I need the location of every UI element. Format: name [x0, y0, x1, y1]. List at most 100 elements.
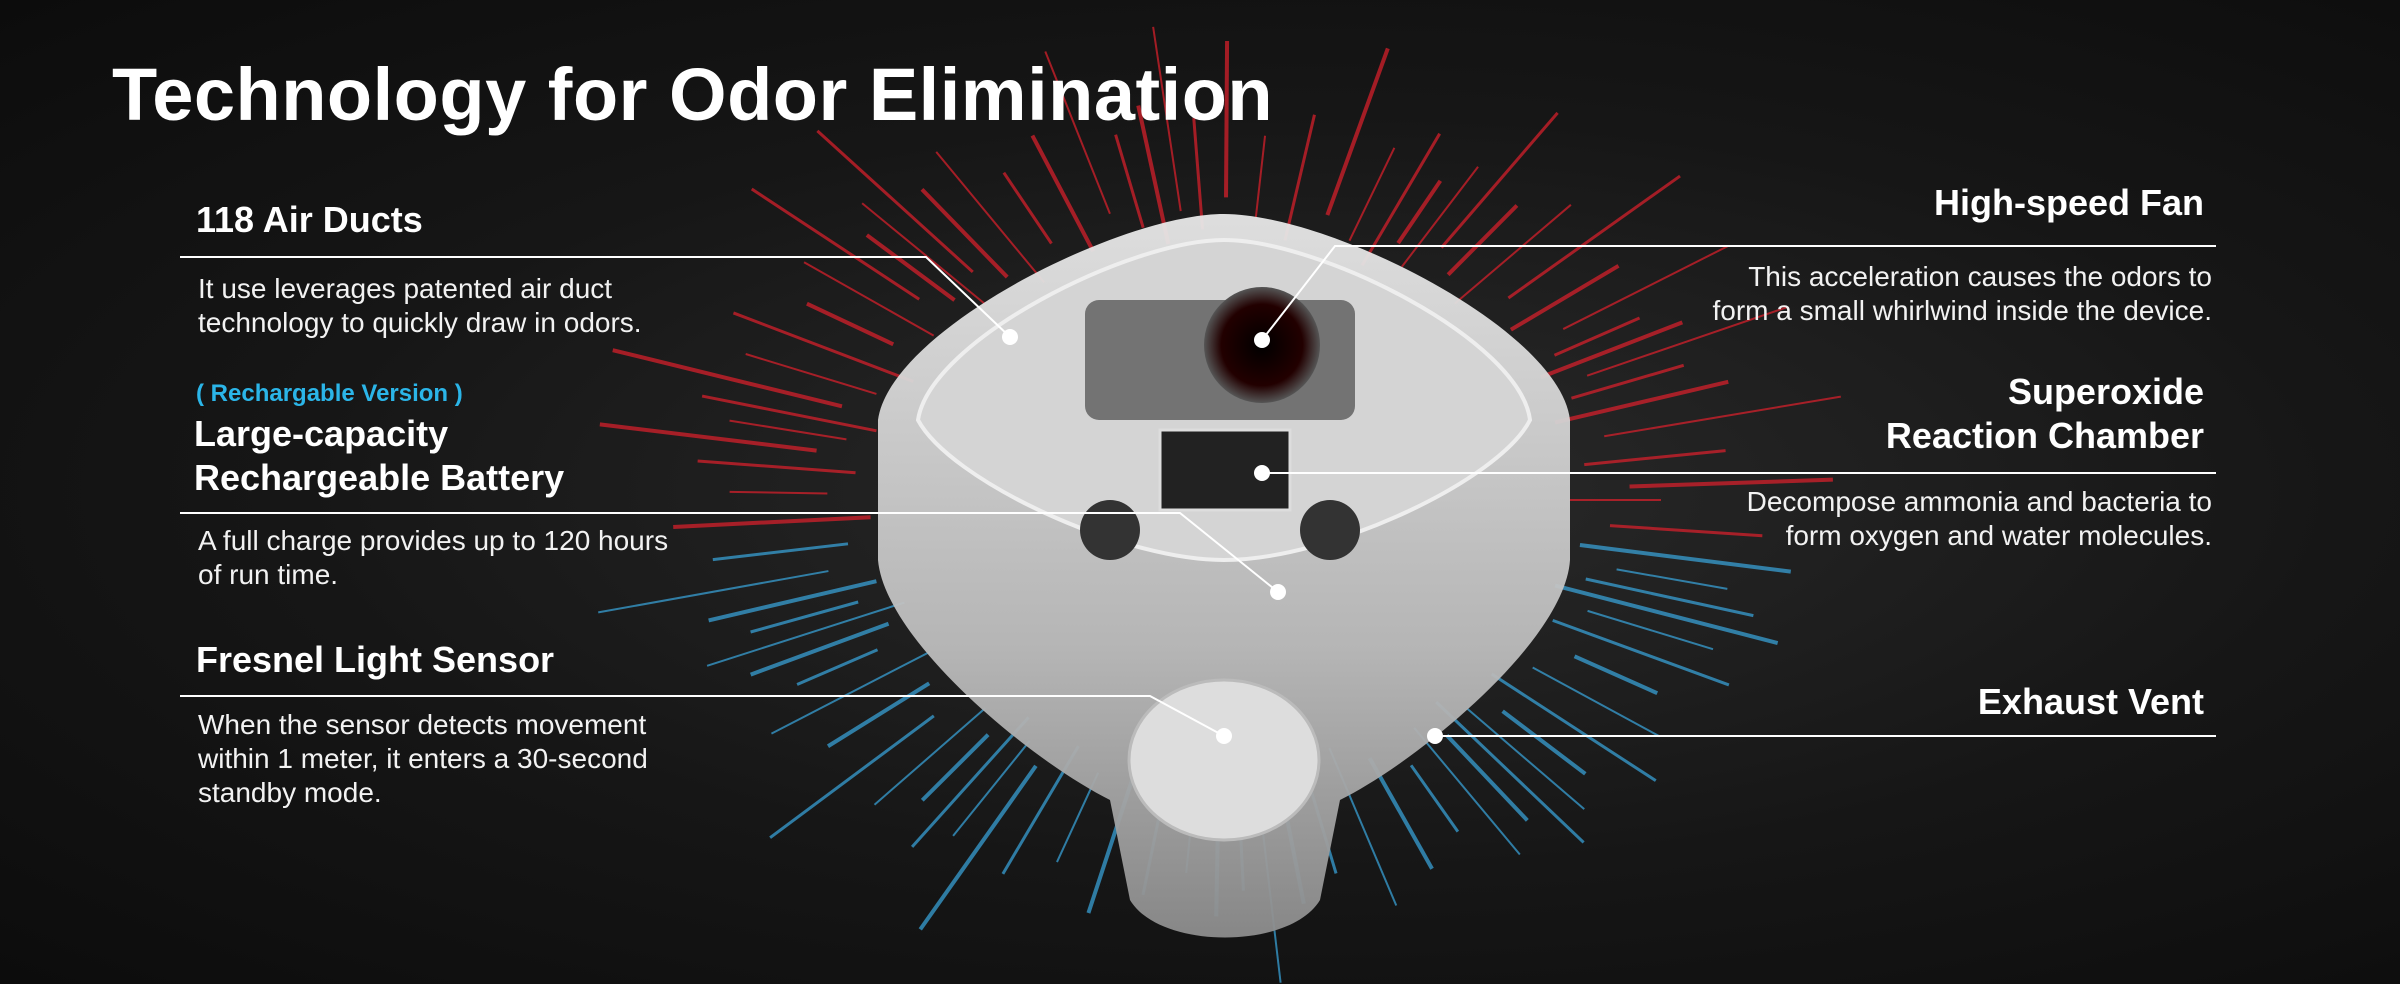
airflow-ray — [1532, 666, 1661, 738]
airflow-ray — [1540, 320, 1684, 380]
airflow-ray — [1616, 568, 1728, 590]
air-ducts-text: It use leverages patented air duct techn… — [198, 272, 642, 340]
airflow-ray — [1585, 577, 1754, 618]
airflow-ray — [706, 601, 905, 667]
text-line: When the sensor detects movement — [198, 709, 647, 740]
airflow-ray — [1360, 132, 1441, 267]
airflow-ray — [1224, 40, 1230, 198]
airflow-ray — [745, 353, 877, 395]
airflow-ray — [918, 764, 1038, 931]
airflow-ray — [1579, 542, 1792, 574]
airflow-ray — [729, 419, 847, 441]
airflow-ray — [816, 129, 974, 274]
sensor-text: When the sensor detects movement within … — [198, 708, 648, 810]
airflow-ray — [1409, 764, 1460, 833]
airflow-ray — [612, 348, 843, 409]
airflow-ray — [750, 600, 859, 634]
fan-heading: High-speed Fan — [1933, 182, 2204, 223]
airflow-ray — [1466, 707, 1585, 810]
airflow-ray — [1571, 363, 1685, 400]
airflow-ray — [1604, 395, 1842, 438]
text-line: form oxygen and water molecules. — [1785, 520, 2212, 551]
airflow-ray — [1445, 734, 1529, 822]
airflow-ray — [1114, 134, 1145, 229]
airflow-ray — [1552, 618, 1730, 687]
text-line: of run time. — [198, 559, 339, 590]
airflow-ray — [861, 202, 987, 306]
airflow-ray — [1440, 111, 1559, 249]
airflow-ray — [1044, 51, 1111, 215]
text-line: A full charge provides up to 120 hours — [198, 525, 669, 556]
airflow-ray — [1401, 166, 1479, 268]
airflow-ray — [599, 422, 817, 453]
battery-heading: Large-capacity Rechargeable Battery — [194, 412, 564, 500]
airflow-ray — [920, 188, 1009, 279]
airflow-ray — [769, 714, 935, 839]
airflow-ray — [1152, 26, 1182, 212]
text-line: technology to quickly draw in odors. — [198, 307, 642, 338]
airflow-ray — [732, 311, 914, 383]
airflow-ray — [865, 233, 956, 302]
airflow-ray — [1587, 609, 1714, 651]
airflow-ray — [873, 707, 986, 806]
airflow-ray — [749, 621, 890, 677]
rechargeable-version-tag: ( Rechargable Version ) — [196, 380, 463, 407]
airflow-ray — [1435, 701, 1585, 844]
fan-text: This acceleration causes the odors to fo… — [1712, 260, 2212, 328]
airflow-ray — [673, 515, 871, 529]
airflow-ray — [952, 740, 1031, 837]
airflow-ray — [920, 733, 990, 802]
chamber-text: Decompose ammonia and bacteria to form o… — [1747, 485, 2212, 553]
airflow-ray — [1629, 477, 1833, 489]
airflow-ray — [598, 570, 829, 614]
text-line: within 1 meter, it enters a 30-second — [198, 743, 648, 774]
airflow-ray — [1413, 727, 1521, 856]
airflow-ray — [1609, 524, 1763, 538]
airflow-ray — [1396, 179, 1442, 245]
airflow-ray — [1554, 379, 1729, 425]
airflow-ray — [1136, 105, 1171, 245]
callout-dots — [1002, 329, 1443, 744]
battery-text: A full charge provides up to 120 hours o… — [198, 524, 668, 592]
airflow-ray — [1562, 245, 1729, 330]
airflow-ray — [729, 490, 828, 495]
heading-line: Superoxide — [2007, 371, 2204, 412]
airflow-ray — [826, 681, 931, 748]
text-line: It use leverages patented air duct — [198, 273, 613, 304]
airflow-ray — [1490, 672, 1657, 782]
airflow-ray — [1501, 709, 1587, 776]
sensor-heading: Fresnel Light Sensor — [196, 639, 555, 680]
airflow-ray — [1002, 171, 1053, 245]
heading-line: Reaction Chamber — [1885, 415, 2204, 456]
text-line: standby mode. — [198, 777, 382, 808]
airflow-ray — [1030, 134, 1095, 253]
airflow-ray — [708, 579, 877, 623]
airflow-ray — [1507, 174, 1681, 300]
airflow-ray — [1509, 264, 1620, 332]
text-line: form a small whirlwind inside the device… — [1712, 295, 2212, 326]
airflow-ray — [1586, 306, 1788, 377]
airflow-ray — [697, 459, 856, 475]
airflow-ray — [1283, 114, 1316, 241]
airflow-ray — [770, 650, 931, 735]
exhaust-vent-heading: Exhaust Vent — [1977, 681, 2204, 722]
airflow-ray — [1454, 204, 1572, 305]
airflow-ray — [1446, 204, 1519, 277]
airflow-ray — [910, 716, 1030, 848]
airflow-ray — [1554, 583, 1779, 645]
chamber-heading: Superoxide Reaction Chamber — [1886, 370, 2204, 458]
text-line: Decompose ammonia and bacteria to — [1746, 486, 2212, 517]
airflow-ray — [1325, 47, 1390, 216]
airflow-ray — [1553, 316, 1641, 357]
airflow-ray — [701, 394, 877, 433]
airflow-ray — [1573, 654, 1659, 696]
airflow-ray — [935, 151, 1045, 284]
airflow-ray — [750, 187, 921, 301]
airflow-ray — [796, 648, 879, 686]
airflow-ray — [1348, 147, 1396, 242]
text-line: This acceleration causes the odors to — [1748, 261, 2212, 292]
airflow-ray — [803, 261, 935, 337]
airflow-ray — [712, 542, 849, 562]
fresnel-sensor — [1127, 678, 1321, 842]
